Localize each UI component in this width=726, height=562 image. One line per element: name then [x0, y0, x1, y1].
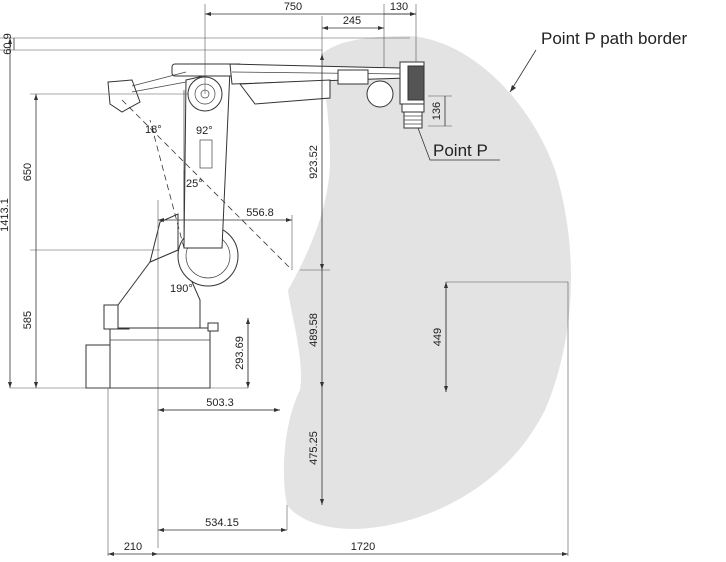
robot-base [109, 327, 211, 389]
dim-556-8: 556.8 [246, 207, 274, 219]
counterweight-link [107, 79, 141, 113]
dim-210: 210 [124, 541, 142, 553]
angle-92: 92° [196, 125, 213, 137]
dim-293-69: 293.69 [234, 336, 246, 370]
dim-1413-1: 1413.1 [0, 198, 11, 232]
angle-190: 190° [170, 283, 193, 295]
dimension-ticks [8, 12, 568, 556]
dim-534-15: 534.15 [205, 517, 239, 529]
dim-650: 650 [22, 163, 34, 181]
angle-values: 18° 92° 25° 190° [145, 124, 213, 295]
dim-1720: 1720 [351, 541, 375, 553]
elbow-joint [366, 80, 394, 108]
dim-585: 585 [22, 311, 34, 329]
point-p-leader [417, 127, 500, 161]
dim-245: 245 [343, 15, 361, 27]
dim-475-25: 475.25 [308, 431, 320, 465]
point-p-label: Point P [433, 141, 488, 160]
dimension-lines [9, 13, 568, 555]
point-p-path-envelope [283, 36, 572, 529]
angle-18: 18° [145, 124, 162, 136]
dim-750: 750 [284, 1, 302, 13]
dim-923-52: 923.52 [308, 145, 320, 179]
dim-449: 449 [432, 328, 444, 346]
angle-guide-line [121, 99, 293, 271]
path-border-label: Point P path border [541, 29, 688, 48]
dimension-values: 750 245 130 60.9 1413.1 650 585 923.52 4… [0, 1, 444, 553]
dim-503-3: 503.3 [206, 397, 234, 409]
dim-60-9: 60.9 [2, 33, 14, 54]
angle-25: 25° [186, 178, 203, 190]
dim-130: 130 [390, 1, 408, 13]
base-motor [85, 344, 111, 389]
extension-lines [0, 4, 569, 556]
dim-489-58: 489.58 [308, 313, 320, 347]
robot-arm [85, 61, 425, 389]
path-border-leader [509, 49, 537, 93]
dim-136: 136 [431, 102, 443, 120]
